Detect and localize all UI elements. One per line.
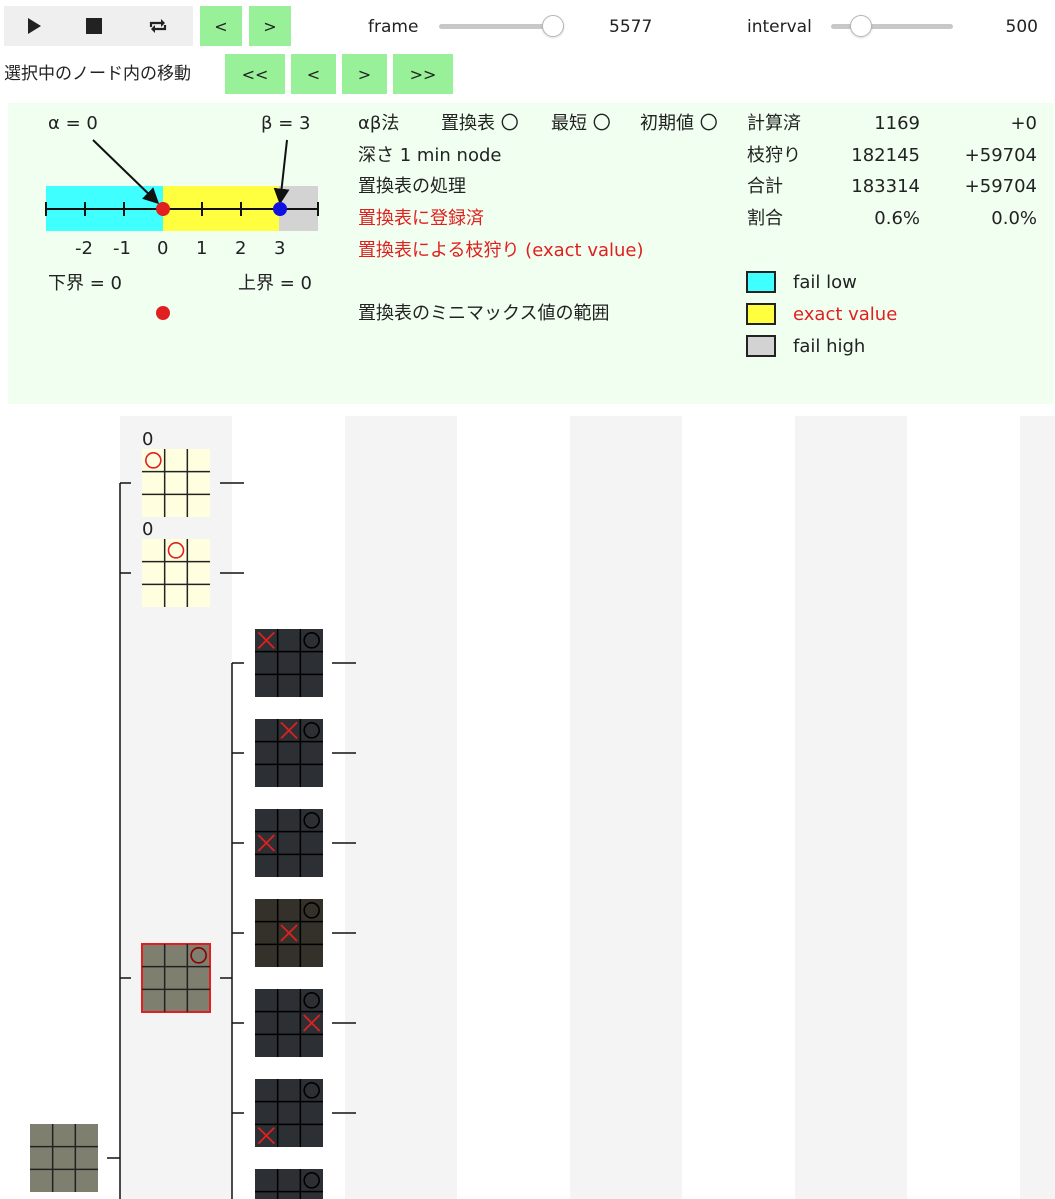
bound-marker — [156, 306, 170, 320]
tick-label: -2 — [75, 238, 93, 259]
tt-range-label: 置換表のミニマックス値の範囲 — [358, 303, 610, 324]
frame-slider[interactable] — [439, 24, 564, 29]
board-depth2[interactable] — [255, 989, 323, 1057]
interval-value: 500 — [1005, 17, 1038, 37]
stat-delta: 0.0% — [991, 208, 1037, 229]
upper-bound-label: 上界 = 0 — [238, 273, 312, 294]
prev-frame-button[interactable]: < — [200, 6, 242, 46]
tick-label: 2 — [235, 238, 247, 259]
tree-connectors — [107, 482, 356, 1199]
board-depth2[interactable] — [255, 899, 323, 967]
board-depth2[interactable] — [255, 1079, 323, 1147]
option-initial-value: 初期値 〇 — [640, 113, 718, 134]
node-score: 0 — [142, 429, 154, 450]
tick-label: -1 — [113, 238, 131, 259]
legend-swatch-exact-value — [746, 303, 776, 325]
stat-label: 枝狩り — [747, 145, 801, 166]
repeat-button[interactable] — [128, 6, 188, 46]
tree-column — [795, 416, 907, 1199]
info-panel — [8, 103, 1054, 404]
beta-dot — [273, 202, 287, 216]
tick-label: 0 — [157, 238, 169, 259]
frame-slider-thumb[interactable] — [542, 15, 564, 37]
board-depth2[interactable] — [255, 809, 323, 877]
interval-slider[interactable] — [831, 24, 953, 29]
method-title: αβ法 — [358, 113, 400, 134]
node-last-button[interactable]: >> — [393, 54, 453, 94]
alpha-dot — [156, 202, 170, 216]
stat-label: 計算済 — [747, 113, 801, 134]
board-depth2[interactable] — [255, 629, 323, 697]
board-depth1[interactable] — [141, 943, 211, 1013]
stat-value: 1169 — [874, 113, 920, 134]
root-board[interactable] — [30, 1124, 98, 1192]
legend-fail-low: fail low — [793, 272, 857, 293]
frame-label: frame — [368, 17, 419, 37]
node-first-button[interactable]: << — [225, 54, 285, 94]
legend-swatch-fail-high — [746, 335, 776, 357]
tt-registered-label: 置換表に登録済 — [358, 208, 484, 229]
beta-label: β = 3 — [261, 113, 311, 134]
legend-swatch-fail-low — [746, 271, 776, 293]
stat-value: 183314 — [851, 176, 920, 197]
stat-delta: +59704 — [964, 145, 1037, 166]
repeat-icon — [149, 19, 167, 33]
stop-button[interactable] — [64, 6, 124, 46]
lower-bound-label: 下界 = 0 — [48, 273, 122, 294]
legend-fail-high: fail high — [793, 336, 866, 357]
stat-delta: +0 — [1010, 113, 1037, 134]
node-prev-button[interactable]: < — [291, 54, 336, 94]
board-depth1[interactable] — [142, 539, 210, 607]
interval-label: interval — [747, 17, 812, 37]
interval-slider-thumb[interactable] — [850, 15, 872, 37]
alpha-beta-number-line — [45, 139, 319, 231]
option-transposition-table: 置換表 〇 — [441, 113, 519, 134]
tree-column — [1020, 416, 1055, 1199]
option-shortest: 最短 〇 — [551, 113, 611, 134]
play-icon — [28, 18, 41, 34]
stat-label: 合計 — [747, 176, 783, 197]
alpha-label: α = 0 — [48, 113, 98, 134]
frame-value: 5577 — [609, 17, 653, 37]
stat-label: 割合 — [747, 208, 783, 229]
tree-column — [570, 416, 682, 1199]
tree-column — [345, 416, 457, 1199]
play-button[interactable] — [4, 6, 64, 46]
node-nav-label: 選択中のノード内の移動 — [4, 64, 191, 84]
tt-pruned-label: 置換表による枝狩り (exact value) — [358, 240, 644, 261]
node-next-button[interactable]: > — [342, 54, 387, 94]
stat-value: 182145 — [851, 145, 920, 166]
stop-icon — [86, 18, 102, 34]
next-frame-button[interactable]: > — [249, 6, 291, 46]
legend-exact-value: exact value — [793, 304, 898, 325]
stat-value: 0.6% — [874, 208, 920, 229]
tt-processing-label: 置換表の処理 — [358, 176, 466, 197]
board-depth1[interactable] — [142, 449, 210, 517]
beta-arrow — [273, 139, 290, 205]
stat-delta: +59704 — [964, 176, 1037, 197]
depth-label: 深さ 1 min node — [358, 145, 502, 166]
tick-label: 1 — [196, 238, 208, 259]
board-depth2[interactable] — [255, 719, 323, 787]
board-depth2[interactable] — [255, 1169, 323, 1199]
alpha-arrow — [92, 139, 160, 205]
tick-label: 3 — [274, 238, 286, 259]
node-score: 0 — [142, 519, 154, 540]
